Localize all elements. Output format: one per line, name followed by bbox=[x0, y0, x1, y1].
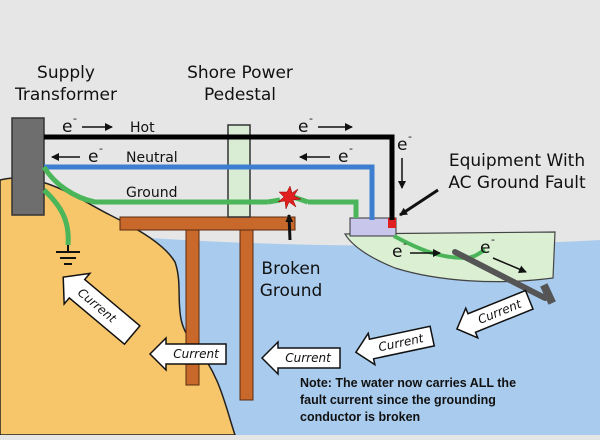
electron-charge: - bbox=[309, 112, 313, 125]
note-line-1: Note: The water now carries ALL the bbox=[300, 376, 516, 390]
fault-point bbox=[388, 218, 396, 228]
neutral-wire bbox=[44, 164, 375, 220]
electron-charge: - bbox=[491, 233, 495, 246]
electron-charge: - bbox=[73, 112, 77, 125]
wire-label-neutral: Neutral bbox=[126, 150, 178, 166]
wire-label-ground: Ground bbox=[126, 185, 178, 201]
ground-wire-supply bbox=[41, 165, 268, 205]
fault-spark-icon bbox=[277, 185, 302, 210]
electron-symbol: e bbox=[298, 117, 308, 137]
electron-symbol: e bbox=[480, 238, 490, 258]
shore-power-pedestal bbox=[227, 124, 251, 218]
hot-wire bbox=[44, 134, 395, 220]
note-line-2: fault current since the grounding bbox=[300, 393, 496, 407]
electron-symbol: e bbox=[88, 147, 98, 167]
electron-hot-1: e - bbox=[62, 112, 113, 137]
electron-neutral-2: e - bbox=[299, 142, 353, 167]
electron-symbol: e bbox=[62, 117, 72, 137]
ground-wire-boat bbox=[308, 199, 359, 218]
ground-wire-broken-end-a bbox=[267, 197, 281, 205]
label-equipment-line-2: AC Ground Fault bbox=[448, 173, 586, 193]
label-broken-line-1: Broken bbox=[261, 259, 320, 279]
ground-wire-rod bbox=[42, 188, 71, 246]
equipment-pointer-arrow bbox=[399, 188, 439, 217]
supply-transformer bbox=[11, 117, 45, 216]
electron-flow-arrow bbox=[492, 257, 527, 273]
wire-label-hot: Hot bbox=[130, 120, 155, 136]
current-arrow-land-2: Current bbox=[148, 336, 227, 372]
water-body bbox=[150, 238, 600, 435]
label-pedestal-line-2: Pedestal bbox=[204, 85, 276, 105]
electron-charge: - bbox=[349, 142, 353, 155]
electron-hot-down: e - bbox=[397, 130, 412, 189]
electron-charge: - bbox=[99, 142, 103, 155]
electron-symbol: e bbox=[397, 135, 407, 155]
electron-boat-1: e - bbox=[392, 237, 441, 262]
electron-charge: - bbox=[408, 130, 412, 143]
electron-hot-2: e - bbox=[298, 112, 353, 137]
label-supply-line-1: Supply bbox=[37, 63, 95, 83]
label-supply-line-2: Transformer bbox=[14, 85, 117, 105]
current-label: Current bbox=[173, 347, 220, 361]
dock-piling-right bbox=[239, 229, 254, 401]
label-equipment-line-1: Equipment With bbox=[449, 151, 585, 171]
electron-charge: - bbox=[403, 237, 407, 250]
electron-symbol: e bbox=[338, 147, 348, 167]
electron-neutral-1: e - bbox=[51, 142, 103, 167]
grounding-plate bbox=[452, 249, 556, 305]
electron-boat-2: e - bbox=[480, 233, 527, 273]
current-arrow-water-2: Current bbox=[354, 325, 436, 367]
label-pedestal-line-1: Shore Power bbox=[187, 63, 293, 83]
earth-ground-icon bbox=[56, 245, 80, 265]
broken-ground-pointer-arrow bbox=[285, 214, 294, 241]
current-arrow-water-1: Current bbox=[260, 340, 341, 376]
dock-deck bbox=[119, 216, 296, 231]
current-label: Current bbox=[285, 351, 332, 365]
note-line-3: conductor is broken bbox=[300, 410, 420, 424]
label-broken-line-2: Ground bbox=[260, 281, 323, 301]
electron-symbol: e bbox=[392, 242, 402, 262]
